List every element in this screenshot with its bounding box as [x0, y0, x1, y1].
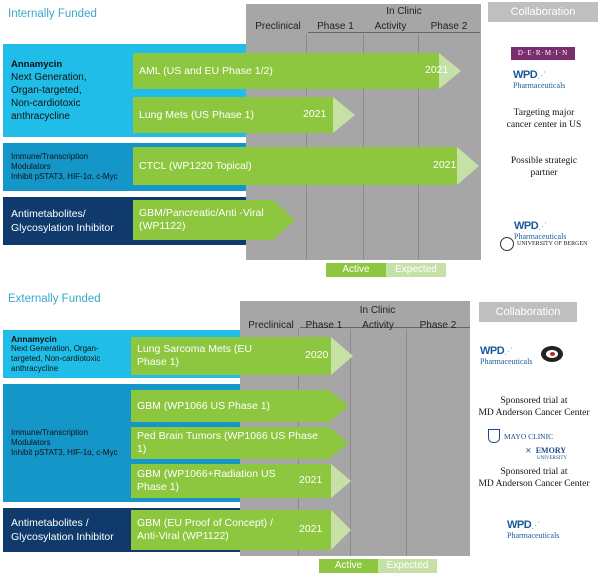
gbm-wp1066-arrow: GBM (WP1066 US Phase 1): [131, 390, 349, 422]
internal-section-title: Internally Funded: [8, 8, 97, 20]
md-anderson-logo-icon: [541, 346, 563, 362]
ctcl-arrow: CTCL (WP1220 Topical) 2021: [133, 147, 479, 185]
internal-activity-label: Activity: [374, 21, 407, 32]
lung-mets-year: 2021: [303, 108, 327, 120]
emory-logo: ⨯ EMORY UNIVERSITY: [525, 446, 567, 461]
ped-brain-arrow: Ped Brain Tumors (WP1066 US Phase 1): [131, 427, 349, 459]
mayo-emory-logos: MAYO CLINIC: [488, 427, 553, 445]
external-collaboration-header: Collaboration: [479, 302, 577, 322]
targeting-major-text: Targeting major cancer center in US: [506, 108, 582, 130]
wpd-logo-4: WPD⋰ Pharmaceuticals: [507, 519, 560, 540]
aml-year: 2021: [425, 64, 449, 76]
gbm-pancreatic-arrow: GBM/Pancreatic/Anti -Viral (WP1122): [133, 200, 295, 240]
bergen-logo: UNIVERSITY OF BERGEN: [500, 237, 587, 251]
sponsored-trial-text-2: Sponsored trial at MD Anderson Cancer Ce…: [478, 467, 590, 489]
dermin-logo: D·E·R·M·I·N: [511, 47, 575, 60]
internal-preclinical-label: Preclinical: [255, 21, 301, 32]
external-phase1-label: Phase 1: [305, 320, 343, 331]
internal-collaboration-header: Collaboration: [488, 2, 598, 22]
external-legend-active: Active: [319, 559, 378, 573]
external-in-clinic-label: In Clinic: [359, 305, 396, 316]
gbm-eu-year: 2021: [299, 523, 323, 535]
possible-strategic-text: Possible strategic partner: [510, 156, 578, 178]
annamycin-name: Annamycin: [11, 58, 63, 70]
sponsored-trial-text-1: Sponsored trial at MD Anderson Cancer Ce…: [478, 396, 590, 418]
external-preclinical-label: Preclinical: [248, 320, 294, 331]
internal-phase2-label: Phase 2: [430, 21, 468, 32]
gbm-radiation-arrow: GBM (WP1066+Radiation US Phase 1) 2021: [131, 464, 351, 498]
aml-arrow: AML (US and EU Phase 1/2) 2021: [133, 53, 461, 89]
lung-sarcoma-arrow: Lung Sarcoma Mets (EU Phase 1) 2020: [131, 337, 353, 375]
external-legend-expected: Expected: [378, 559, 437, 573]
wpd-logo: WPD⋰ Pharmaceuticals: [513, 69, 566, 90]
external-activity-label: Activity: [362, 320, 394, 331]
mayo-shield-icon: [488, 429, 500, 444]
emory-shield-icon: ⨯: [525, 446, 532, 455]
wpd-logo-3: WPD⋰ Pharmaceuticals: [480, 345, 533, 366]
internal-legend-expected: Expected: [386, 263, 446, 277]
external-section-title: Externally Funded: [8, 293, 101, 305]
internal-legend-active: Active: [326, 263, 386, 277]
internal-phase1-label: Phase 1: [317, 21, 354, 32]
internal-in-clinic-label: In Clinic: [386, 6, 422, 17]
ctcl-year: 2021: [433, 159, 457, 171]
lung-sarcoma-year: 2020: [305, 349, 329, 361]
lung-mets-arrow: Lung Mets (US Phase 1) 2021: [133, 97, 355, 133]
gbm-eu-arrow: GBM (EU Proof of Concept) / Anti-Viral (…: [131, 510, 351, 550]
wpd-logo-2: WPD⋰ Pharmaceuticals: [514, 220, 567, 241]
bergen-seal-icon: [500, 237, 514, 251]
gbm-radiation-year: 2021: [299, 474, 323, 486]
external-phase2-label: Phase 2: [419, 320, 457, 331]
